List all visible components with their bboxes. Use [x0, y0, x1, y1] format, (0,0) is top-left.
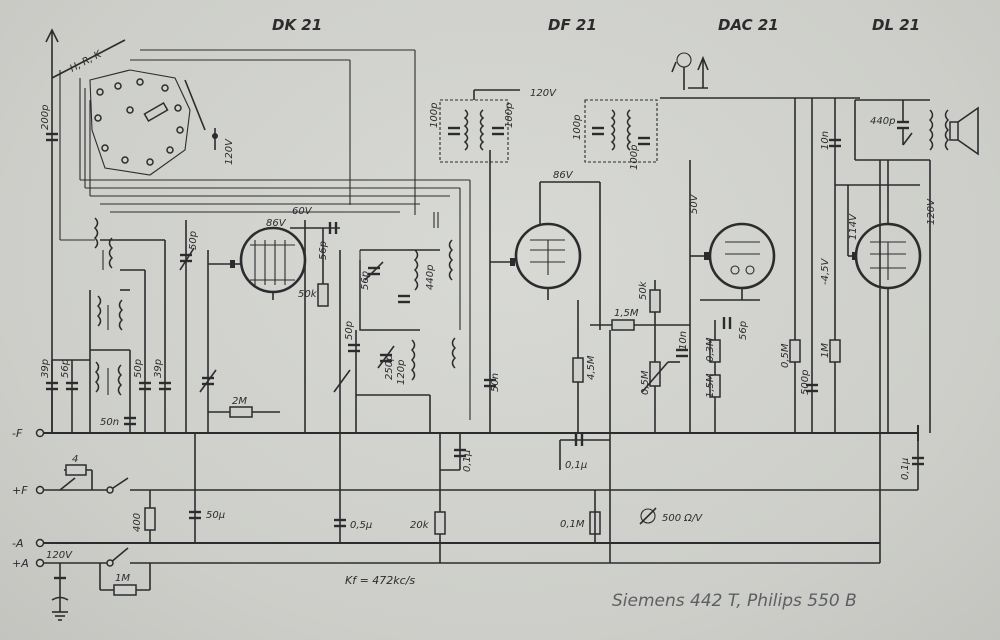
loudspeaker-icon: [957, 106, 979, 156]
label-100p-d: 100p: [629, 145, 640, 170]
label-50v-dac21: 50V: [689, 193, 700, 214]
label-kf-note: Kf = 472kc/s: [345, 574, 415, 587]
label-50n-a: 50n: [100, 417, 119, 428]
label-0-1u-b: 0,1µ: [565, 460, 587, 471]
wave-switch: [89, 69, 218, 176]
label-4-5m: 4,5M: [586, 355, 597, 380]
label-86v-dk21: 86V: [266, 218, 287, 229]
label-1-5m: 1,5M: [614, 308, 639, 319]
terminal-plus-f: [35, 485, 45, 495]
input-capacitors: [46, 220, 217, 433]
tube-df21-label: DF 21: [548, 16, 597, 34]
label-400: 400: [132, 513, 143, 532]
label-120v-df21: 120V: [530, 88, 557, 99]
label-minus-4-5v: -4,5V: [820, 257, 831, 285]
detector-network: [590, 280, 760, 433]
label-10n-a: 10n: [678, 331, 689, 350]
label-50n-b: 50n: [490, 373, 501, 392]
label-4: 4: [72, 454, 78, 465]
label-120v-supply: 120V: [46, 550, 73, 561]
label-86v-df21: 86V: [553, 170, 574, 181]
meter-terminal: [671, 52, 709, 90]
label-0-5m-b: 0,5M: [780, 343, 791, 368]
tube-dk21-label: DK 21: [272, 16, 322, 34]
label-200p: 200p: [40, 105, 51, 130]
label-60v-dk21: 60V: [292, 206, 313, 217]
label-meter-note: 500 Ω/V: [662, 513, 703, 524]
label-0-1u-c: 0,1µ: [900, 458, 911, 480]
schematic-caption: Siemens 442 T, Philips 550 B: [612, 591, 857, 611]
label-1-5m-b: 1,5M: [705, 373, 716, 398]
label-20k: 20k: [410, 520, 430, 531]
if-filter-1: [333, 212, 457, 433]
label-39p-a: 39p: [40, 359, 51, 378]
label-50p-a: 50p: [133, 359, 144, 378]
switch-bus: [59, 49, 471, 420]
label-band-names: H, R, K: [68, 48, 104, 74]
meter-note: [639, 507, 657, 525]
antenna-arrow-icon: [45, 28, 59, 43]
label-0-5m-a: 0,5M: [640, 370, 651, 395]
label-plus-a: +A: [12, 557, 29, 570]
label-50k-b: 50k: [638, 280, 649, 300]
tube-dac21-label: DAC 21: [718, 16, 779, 34]
label-50p-b: 50p: [188, 231, 199, 250]
middle-supply: [334, 433, 466, 563]
label-0-1m: 0,1M: [560, 519, 585, 530]
power-supply: [51, 433, 201, 621]
dl21-decoupling: [610, 433, 924, 491]
tube-dl21: [847, 160, 922, 433]
label-120p: 120p: [396, 360, 407, 385]
label-minus-a: -A: [12, 537, 24, 550]
label-100p-b: 100p: [504, 103, 515, 128]
label-56p-a: 56p: [60, 359, 71, 378]
af-coupling: [660, 97, 920, 433]
label-100p-a: 100p: [429, 103, 440, 128]
terminal-plus-a: [35, 558, 45, 568]
terminal-minus-f: [35, 428, 45, 438]
input-coils: [89, 217, 166, 433]
df21-lower: [484, 300, 611, 563]
label-56p-c: 56p: [360, 271, 371, 290]
label-plus-f: +F: [12, 484, 28, 497]
resistor-2m: [208, 406, 280, 418]
label-114v: 114V: [848, 213, 859, 240]
tube-dac21-envelope: [708, 222, 776, 290]
label-100p-c: 100p: [572, 115, 583, 140]
label-50k-a: 50k: [298, 289, 318, 300]
tube-dk21-envelope: [239, 226, 307, 294]
tube-dk21: [208, 220, 340, 433]
if-transformer-2: [584, 99, 658, 163]
label-2m: 2M: [232, 396, 247, 407]
label-minus-f: -F: [12, 427, 23, 440]
resistor-50k-a: [317, 228, 329, 307]
label-0-5u: 0,5µ: [350, 520, 372, 531]
label-56p-d: 56p: [738, 321, 749, 340]
output-stage: [854, 99, 979, 433]
band-switch-arm: [51, 39, 126, 79]
label-1m-a: 1M: [820, 343, 831, 358]
terminal-minus-a: [35, 538, 45, 548]
label-0-3m: 0,3M: [705, 337, 716, 362]
if-transformer-1: [439, 89, 520, 163]
label-120v-dl21: 120V: [926, 198, 937, 225]
label-39p-b: 39p: [153, 359, 164, 378]
label-10n-b: 10n: [820, 131, 831, 150]
label-440p: 440p: [425, 265, 436, 290]
label-0-1u-a: 0,1µ: [462, 450, 473, 472]
tube-dac21: [689, 160, 776, 433]
label-50p-c: 50p: [344, 321, 355, 340]
label-250p: 250p: [384, 355, 395, 380]
label-120v-osc: 120V: [224, 138, 235, 165]
label-1m-b: 1M: [115, 573, 130, 584]
tube-df21: [489, 150, 601, 433]
label-50u: 50µ: [206, 510, 225, 521]
label-440p-b: 440p: [870, 116, 895, 127]
label-500p: 500p: [800, 370, 811, 395]
tube-dl21-label: DL 21: [872, 16, 920, 34]
